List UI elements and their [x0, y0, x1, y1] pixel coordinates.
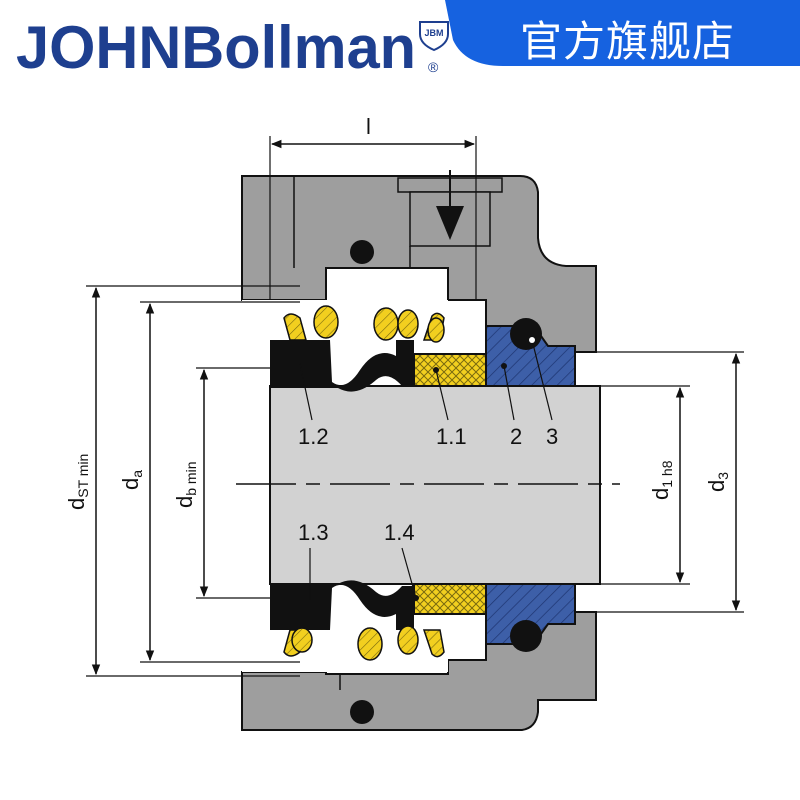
- spring-retainer-left-upper: [283, 313, 307, 341]
- seal-face-lower: [413, 583, 487, 615]
- bellows-lower: [270, 580, 414, 630]
- spring-lower: [291, 625, 419, 661]
- seat-oring-lower: [510, 620, 542, 652]
- logo-text: JOHNBollman: [16, 14, 416, 78]
- seat-lower: [485, 583, 576, 645]
- part-label-1-1: 1.1: [436, 424, 467, 449]
- housing-oring-top: [350, 240, 374, 264]
- housing-upper: [241, 175, 597, 353]
- dim-da-label: da: [118, 470, 145, 490]
- dim-length-label: l: [366, 114, 371, 139]
- header: JOHNBollman JBM ® 官方旗舰店: [0, 0, 800, 92]
- part-label-2: 2: [510, 424, 522, 449]
- registered-mark: ®: [428, 59, 439, 75]
- store-banner-text: 官方旗舰店: [520, 17, 736, 66]
- spring-retainer-right-lower: [422, 629, 445, 658]
- part-label-1-2: 1.2: [298, 424, 329, 449]
- seal-face-upper: [413, 353, 487, 387]
- flow-arrow-icon: [436, 206, 464, 240]
- shaft: [269, 385, 601, 585]
- dim-db-label: db min: [172, 462, 199, 508]
- brand-banner: [445, 0, 800, 66]
- dim-dst-label: dST min: [64, 454, 91, 510]
- part-label-3: 3: [546, 424, 558, 449]
- bellows-upper: [270, 340, 414, 392]
- logo-badge-text: JBM: [424, 28, 443, 38]
- part-label-1-4: 1.4: [384, 520, 415, 545]
- spring-upper: [313, 305, 445, 343]
- housing-oring-bottom: [350, 700, 374, 724]
- seat-oring-upper: [510, 318, 542, 350]
- brand-logo: JOHNBollman JBM ®: [16, 14, 449, 78]
- mechanical-seal-diagram: l dST min da db min d1 h8 d3 1.2 1.1 2 3: [64, 114, 744, 731]
- dim-d1-label: d1 h8: [648, 460, 675, 500]
- jbm-shield-icon: JBM: [419, 21, 449, 52]
- dim-d3-label: d3: [704, 472, 731, 492]
- part-label-1-3: 1.3: [298, 520, 329, 545]
